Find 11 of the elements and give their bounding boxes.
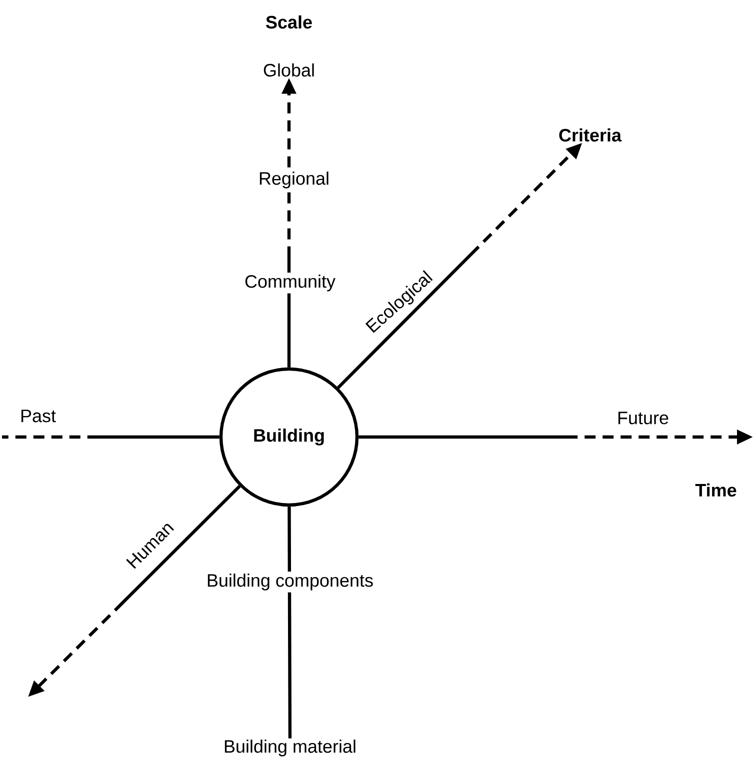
axis-title: Scale [263,13,315,31]
scale-label: Regional [256,170,332,190]
circle-node: Building [219,367,359,507]
scale-label: Community [242,272,338,294]
axis-end-label: Building material [224,740,356,756]
axis-title: Time [693,481,739,499]
axis-end-label: Past [18,408,58,424]
axis-end-label: Future [614,410,671,426]
axis-end-label: Global [264,63,314,77]
axis-title: Criteria [559,128,622,142]
scale-label: Building components [204,572,376,592]
